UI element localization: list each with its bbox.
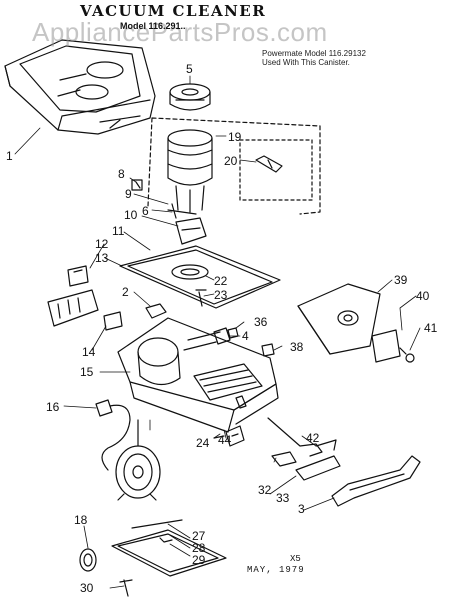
part-label-44: 44 [218,433,232,447]
bottom-plate-drawing [112,520,226,576]
part-label-18: 18 [74,513,88,527]
note-line-2: Used With This Canister. [262,58,350,67]
cord-drawing [96,400,130,470]
part-label-4: 4 [242,329,249,343]
part-label-42: 42 [306,431,320,445]
part-label-33: 33 [276,491,290,505]
lid-cover-drawing [5,40,155,134]
small-parts-drawing [132,180,196,218]
part-label-24: 24 [196,436,210,450]
part-label-38: 38 [290,340,304,354]
part-label-28: 28 [192,541,206,555]
part-label-16: 16 [46,400,60,414]
part-label-9: 9 [125,187,132,201]
part-label-11: 11 [112,224,125,238]
handle-parts-drawing [268,418,340,480]
part-label-14: 14 [82,345,96,359]
footer-date: MAY, 1979 [247,565,305,575]
part-label-1: 1 [6,149,13,163]
part-label-6: 6 [142,204,149,218]
part-label-15: 15 [80,365,94,379]
part-label-23: 23 [214,288,228,302]
part-label-32: 32 [258,483,272,497]
model-line: Model 116.291.. [120,21,186,31]
latch-drawing [214,426,244,446]
cord-reel-drawing [116,420,160,500]
filter-bag-drawing [298,284,414,362]
part-label-41: 41 [424,321,438,335]
part-label-39: 39 [394,273,408,287]
part-label-5: 5 [186,62,193,76]
part-label-20: 20 [224,154,238,168]
part-label-27: 27 [192,529,206,543]
switch-drawing [68,266,88,286]
part-label-2: 2 [122,285,129,299]
part-label-8: 8 [118,167,125,181]
part-label-22: 22 [214,274,228,288]
leader-lines [15,76,420,588]
part-label-40: 40 [416,289,430,303]
part-label-13: 13 [95,251,109,265]
part-label-3: 3 [298,502,305,516]
part-label-19: 19 [228,130,242,144]
note-line-1: Powermate Model 116.29132 [262,49,366,58]
part-label-29: 29 [192,553,206,567]
canister-housing-drawing [118,318,278,432]
part-label-12: 12 [95,237,109,251]
connector-drawing [176,218,206,244]
part-label-36: 36 [254,315,268,329]
diagram-title: VACUUM CLEANER [80,2,267,20]
fan-cover-drawing [170,84,210,110]
footer-code: X5 [290,554,301,564]
part-label-10: 10 [124,208,138,222]
carry-handle-drawing [332,456,420,506]
wheel-drawing [80,549,132,596]
motor-group-outline [148,118,320,214]
motor-drawing [168,130,282,212]
gasket-plate-drawing [120,246,280,308]
part-label-30: 30 [80,581,94,595]
bracket-drawing [48,290,166,330]
watermark: AppliancePartsPros.com [32,17,328,47]
